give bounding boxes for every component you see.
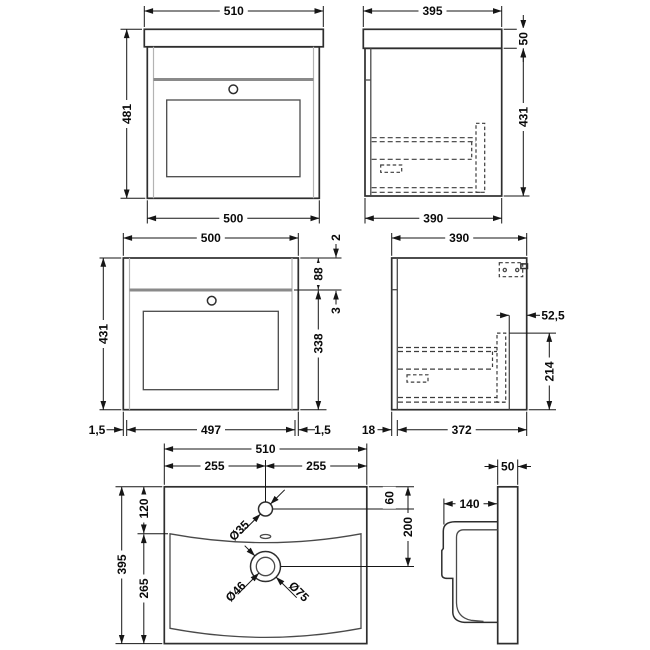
dim-label-3: 3 <box>329 307 343 314</box>
dim-cabinet-height: 431 <box>97 257 122 411</box>
dim-bowl-projection: 140 <box>443 497 498 525</box>
dim-overall-height: 481 <box>120 28 146 199</box>
dim-cabinet-height-side: 431 <box>503 48 531 197</box>
dim-cabinet-depth-top: 390 <box>391 231 528 256</box>
dim-label-372: 372 <box>452 423 472 437</box>
bowl-outer-profile <box>441 520 499 624</box>
wall-hanger-clip <box>520 263 529 270</box>
dim-cabinet-depth: 390 <box>364 198 503 226</box>
basin-back-ledge <box>496 485 519 645</box>
bracket-screw-hole <box>502 267 508 273</box>
basin-profile-view: 50 140 <box>441 459 531 645</box>
dim-worktop-width: 510 <box>143 4 324 27</box>
dim-label-510-basin: 510 <box>255 442 275 456</box>
front-view-with-worktop: 510 481 500 <box>120 4 325 226</box>
dim-label-395-basin: 395 <box>115 554 129 574</box>
dim-label-255-right: 255 <box>306 459 326 473</box>
cabinet-front-view: 500 431 2 88 3 338 1,5 <box>89 231 344 437</box>
dim-label-18: 18 <box>362 423 376 437</box>
dim-label-431-side: 431 <box>517 107 531 127</box>
dim-back-ledge-width: 50 <box>484 459 531 485</box>
knob <box>228 84 239 95</box>
dim-label-88: 88 <box>312 267 326 281</box>
dim-label-60: 60 <box>383 491 397 505</box>
drawer-runner-hidden-lines <box>398 332 507 403</box>
bowl-inner-profile <box>455 529 498 623</box>
dim-label-497: 497 <box>201 423 221 437</box>
tap-hole <box>257 501 274 517</box>
waste-hole-outer <box>249 550 282 583</box>
cabinet-side-outline <box>364 47 503 197</box>
dim-label-50-worktop: 50 <box>517 32 531 46</box>
dim-label-214: 214 <box>543 361 557 381</box>
dim-label-390-side: 390 <box>423 212 443 226</box>
wall-bracket-hidden <box>498 262 524 278</box>
dim-label-500-cabinet: 500 <box>201 231 221 245</box>
dim-label-500-front: 500 <box>223 212 243 226</box>
waste-hole-inner <box>255 556 276 577</box>
worktop-side-outline <box>362 28 503 50</box>
dim-worktop-height: 50 <box>503 15 531 62</box>
dim-label-52-5: 52,5 <box>541 309 565 323</box>
dim-label-dia46: Ø46 <box>223 578 249 604</box>
door-panel <box>142 310 279 391</box>
basin-outer-edge <box>163 485 368 645</box>
basin-bowl-edge <box>169 533 362 638</box>
cabinet-side-view: 390 52,5 214 18 372 <box>362 231 565 437</box>
dim-label-1-5-right: 1,5 <box>314 423 331 437</box>
dim-label-1-5-left: 1,5 <box>89 423 106 437</box>
dim-label-255-left: 255 <box>204 459 224 473</box>
dim-label-dia75: Ø75 <box>286 579 312 605</box>
dim-label-431-cabinet: 431 <box>97 324 111 344</box>
overflow-slot <box>259 533 272 540</box>
basin-plan-view: 510 255 255 395 120 265 60 200 <box>115 442 415 645</box>
dim-label-265: 265 <box>137 578 151 598</box>
dim-right-stack: 2 88 3 338 <box>294 234 343 411</box>
dim-cabinet-width-front: 500 <box>146 200 320 226</box>
worktop-front-outline <box>143 28 325 48</box>
dim-centre-halves: 255 255 <box>164 459 367 502</box>
leader-lines <box>237 489 298 599</box>
dim-label-120: 120 <box>137 498 151 518</box>
dim-basin-width: 510 <box>163 442 368 485</box>
dim-label-50-profile: 50 <box>501 460 515 474</box>
dim-cabinet-width-top: 500 <box>122 231 299 256</box>
dim-label-dia35: Ø35 <box>226 517 252 543</box>
dim-bracket-height: 214 <box>509 332 557 411</box>
dim-front-to-bowl: 120 265 <box>137 486 168 644</box>
dim-label-200: 200 <box>401 517 415 537</box>
drawer-runner-hidden-lines <box>371 122 486 193</box>
dim-label-390-cabinet: 390 <box>449 231 469 245</box>
dim-bottom-widths: 1,5 497 1,5 <box>89 411 331 437</box>
side-view-with-worktop: 395 50 431 390 <box>362 4 531 226</box>
dim-label-395-side: 395 <box>422 4 442 18</box>
dim-bottom-depths: 18 372 <box>362 411 528 437</box>
dim-worktop-depth: 395 <box>362 4 503 27</box>
cabinet-only-front-outline <box>122 257 300 411</box>
dim-bracket-offset: 52,5 <box>496 309 565 323</box>
dim-hole-offsets: 60 200 <box>368 486 415 567</box>
dim-label-2: 2 <box>329 234 343 241</box>
dim-label-140: 140 <box>459 497 479 511</box>
cabinet-only-side-outline <box>390 257 528 411</box>
dim-label-481: 481 <box>120 104 134 124</box>
dim-label-338: 338 <box>312 333 326 353</box>
door-panel <box>166 99 301 178</box>
dim-label-510-front: 510 <box>224 4 244 18</box>
bracket-screw-hole <box>514 267 520 273</box>
dim-basin-depth: 395 <box>115 486 163 645</box>
cabinet-front-outline <box>146 45 321 200</box>
knob <box>206 295 217 306</box>
